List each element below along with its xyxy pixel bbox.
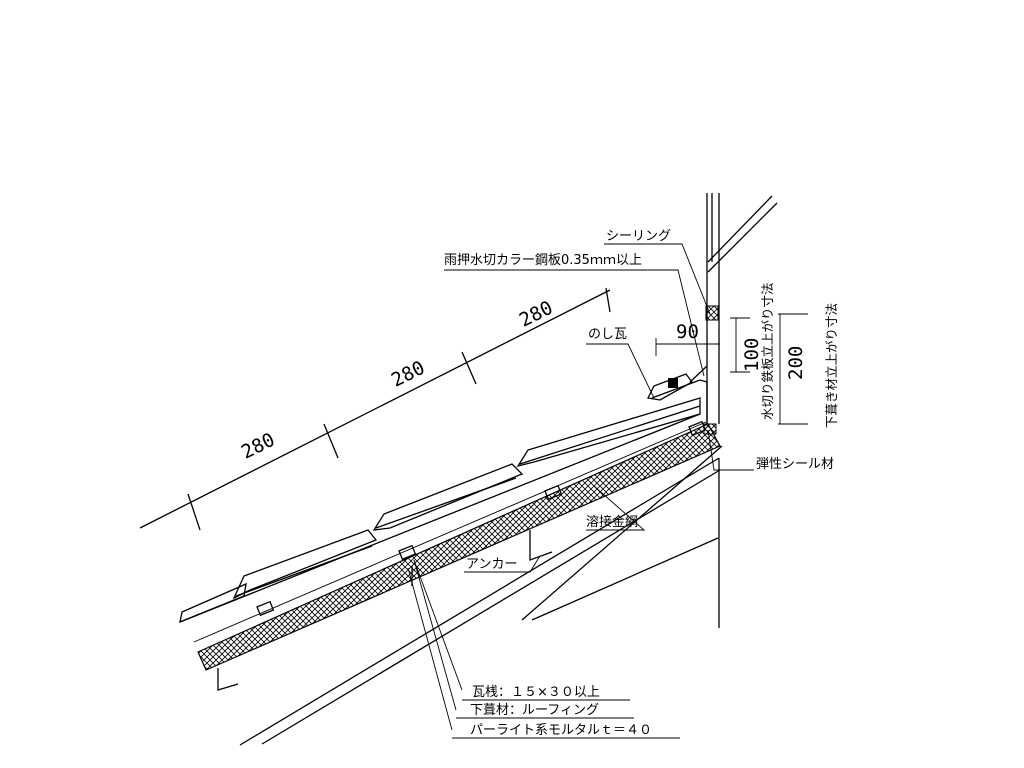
lower-rafters bbox=[239, 445, 723, 746]
noshi-label: のし瓦 bbox=[588, 327, 627, 342]
elastic-seal-label: 弾性シール材 bbox=[756, 457, 834, 472]
pitch-280-2: 280 bbox=[388, 357, 428, 392]
underlay-label: 下葺材：ルーフィング bbox=[470, 703, 599, 718]
sealing-block bbox=[705, 305, 719, 321]
underlay-rise-dimension bbox=[778, 313, 808, 425]
offset-dimension bbox=[655, 338, 720, 356]
noshi-tile bbox=[647, 373, 693, 401]
anchor-label: アンカー bbox=[466, 557, 517, 572]
leader-lines bbox=[407, 243, 754, 739]
rise-100: 100 bbox=[741, 338, 763, 372]
wall bbox=[706, 193, 720, 628]
pitch-280-3: 280 bbox=[516, 297, 556, 332]
offset-90: 90 bbox=[676, 321, 699, 343]
underlay-line bbox=[179, 413, 707, 643]
batten-label: 瓦桟：１５×３０以上 bbox=[472, 685, 600, 700]
mortar-slab bbox=[197, 423, 721, 671]
flashing-rise-label: 水切り鉄板立上がり寸法 bbox=[760, 282, 775, 420]
flashing-label: 雨押水切カラー鋼板0.35ｍｍ以上 bbox=[444, 253, 642, 268]
mortar-label: パーライト系モルタルｔ＝４０ bbox=[470, 723, 652, 738]
elastic-seal-block bbox=[703, 423, 717, 435]
flashing bbox=[651, 365, 708, 424]
pitch-280-1: 280 bbox=[238, 429, 278, 464]
sealing-label: シーリング bbox=[606, 229, 671, 244]
roof-tiles bbox=[179, 397, 701, 624]
rise-200: 200 bbox=[785, 346, 807, 380]
flashing-rise-dimension bbox=[730, 317, 750, 373]
welded-mesh-label: 溶接金網 bbox=[586, 514, 638, 530]
underlay-rise-label: 下葺き材立上がり寸法 bbox=[824, 303, 839, 428]
upper-rafters bbox=[707, 195, 778, 273]
pitch-dimension-line bbox=[139, 287, 611, 531]
